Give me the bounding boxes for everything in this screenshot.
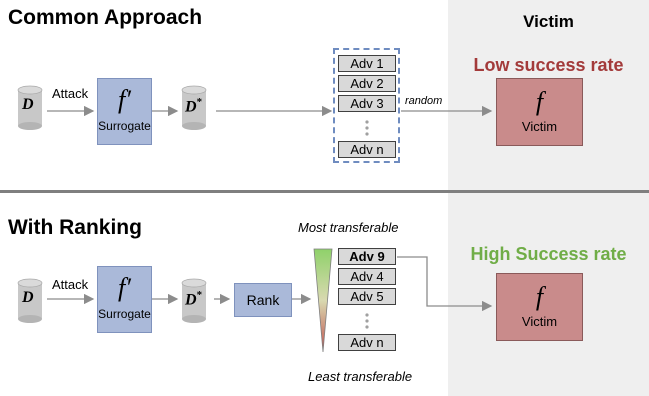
- rank-box: Rank: [234, 283, 292, 317]
- with-ranking-title: With Ranking: [8, 216, 142, 239]
- adv-item-common: Adv 1: [338, 55, 396, 72]
- high-success-rate-label: High Success rate: [470, 244, 627, 264]
- adv-item-common: Adv 2: [338, 75, 396, 92]
- adv-dataset-cylinder-ranking: [181, 278, 207, 323]
- surrogate-box-common: f′ Surrogate: [97, 78, 152, 145]
- common-approach-title: Common Approach: [8, 6, 203, 29]
- surrogate-fn-common: f′: [118, 85, 131, 114]
- surrogate-label-common: Surrogate: [98, 119, 151, 133]
- surrogate-fn-ranking: f′: [118, 273, 131, 302]
- least-transferable-label: Least transferable: [308, 369, 413, 384]
- adv-dataset-cylinder-common: [181, 85, 207, 130]
- transferability-gradient-triangle: [313, 248, 333, 353]
- victim-fn-ranking: f: [535, 282, 544, 311]
- adv-dataset-label-ranking: D*: [185, 289, 203, 309]
- adv-item-ranking: Adv n: [338, 334, 396, 351]
- dataset-cylinder-common: [17, 85, 43, 130]
- dataset-cylinder-ranking: [17, 278, 43, 323]
- adv-dataset-label-common: D*: [185, 96, 203, 116]
- adv-item-ranking: Adv 5: [338, 288, 396, 305]
- adv-examples-group-common: [333, 48, 400, 163]
- victim-label-common: Victim: [521, 119, 558, 134]
- most-transferable-label: Most transferable: [298, 220, 399, 235]
- surrogate-label-ranking: Surrogate: [98, 307, 151, 321]
- random-label: random: [405, 95, 443, 107]
- section-divider: [0, 190, 649, 193]
- adv-item-ranking-top: Adv 9: [338, 248, 396, 265]
- adv-item-ranking: Adv 4: [338, 268, 396, 285]
- surrogate-box-ranking: f′ Surrogate: [97, 266, 152, 333]
- victim-panel-header: Victim: [523, 12, 574, 31]
- asterisk-superscript: *: [196, 96, 203, 108]
- adv-item-common: Adv n: [338, 141, 396, 158]
- attack-label-common: Attack: [52, 86, 89, 101]
- asterisk-superscript: *: [196, 289, 203, 301]
- attack-label-ranking: Attack: [52, 277, 89, 292]
- adv-item-common: Adv 3: [338, 95, 396, 112]
- victim-label-ranking: Victim: [521, 314, 558, 329]
- victim-fn-common: f: [535, 87, 544, 116]
- dataset-label-ranking: D: [22, 289, 34, 306]
- top-ranked-to-victim-arrow: [397, 256, 493, 312]
- dataset-label-common: D: [22, 96, 34, 113]
- victim-box-ranking: f Victim: [496, 273, 583, 341]
- victim-box-common: f Victim: [496, 78, 583, 146]
- low-success-rate-label: Low success rate: [473, 55, 624, 75]
